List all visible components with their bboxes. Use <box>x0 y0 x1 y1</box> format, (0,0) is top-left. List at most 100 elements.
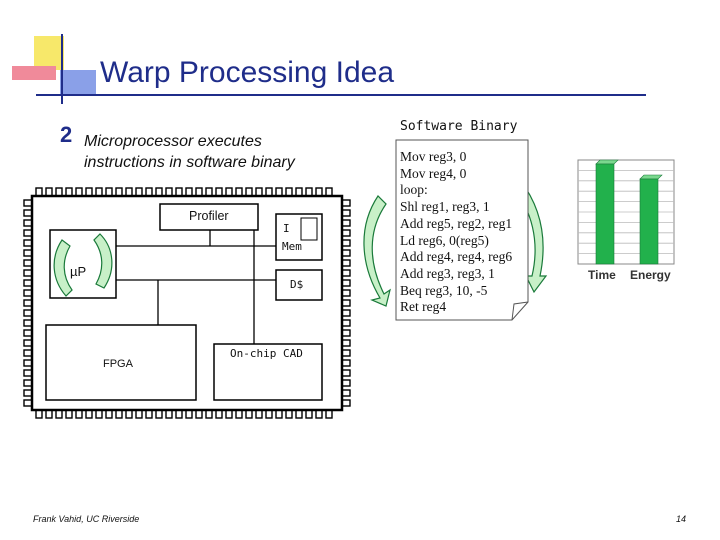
code-line: loop: <box>400 182 428 198</box>
chip-pin <box>145 409 153 419</box>
chip-pin <box>341 249 351 257</box>
chip-pin <box>23 279 33 287</box>
chip-pin <box>245 409 253 419</box>
chip-pin <box>341 319 351 327</box>
chip-pin <box>23 389 33 397</box>
chip-pin <box>305 187 313 197</box>
code-line: Add reg3, reg3, 1 <box>400 265 495 281</box>
chip-pin <box>105 187 113 197</box>
chip-pin <box>341 289 351 297</box>
chip-pin <box>23 359 33 367</box>
chip-pin <box>315 409 323 419</box>
corner-decoration <box>12 34 96 104</box>
chip-pin <box>125 409 133 419</box>
chip-pin <box>341 389 351 397</box>
chip-pin <box>35 409 43 419</box>
chip-pin <box>23 289 33 297</box>
chip-pin <box>165 187 173 197</box>
chip-pin <box>95 409 103 419</box>
chart-category-label: Energy <box>630 268 671 282</box>
chip-pin <box>23 399 33 407</box>
code-line: Ld reg6, 0(reg5) <box>400 232 489 248</box>
chip-pin <box>23 309 33 317</box>
imem-label-line1: I <box>283 222 290 235</box>
chip-pin <box>105 409 113 419</box>
chip-pin <box>285 409 293 419</box>
chip-pin <box>225 187 233 197</box>
chip-pin <box>205 409 213 419</box>
chip-pin <box>23 229 33 237</box>
chip-pin <box>23 239 33 247</box>
code-line: Add reg4, reg4, reg6 <box>400 249 513 265</box>
chip-pin <box>215 409 223 419</box>
profiler-label: Profiler <box>189 209 229 223</box>
chip-pin <box>23 259 33 267</box>
bullet-line-1: Microprocessor executes <box>84 133 262 150</box>
profiler-box <box>159 203 259 231</box>
chip-pin <box>341 359 351 367</box>
chip-pin <box>341 309 351 317</box>
chip-pin <box>195 409 203 419</box>
chip-pin <box>85 187 93 197</box>
chip-pin <box>225 409 233 419</box>
chip-pin <box>185 187 193 197</box>
chip-pin <box>23 219 33 227</box>
chip-pin <box>341 279 351 287</box>
bullet-line-2: instructions in software binary <box>84 154 295 171</box>
chip-pin <box>265 187 273 197</box>
fpga-box <box>45 324 197 401</box>
code-line: Ret reg4 <box>400 299 447 315</box>
chart-bar <box>639 178 659 265</box>
chip-pin <box>195 187 203 197</box>
code-line: Mov reg4, 0 <box>400 165 467 181</box>
chip-pin <box>85 409 93 419</box>
chip-pin <box>341 269 351 277</box>
imem-doc-icon <box>300 217 318 241</box>
chip-pin <box>341 239 351 247</box>
chip-pin <box>215 187 223 197</box>
chip-pin <box>265 409 273 419</box>
software-binary-title: Software Binary <box>400 119 518 134</box>
chip-pin <box>185 409 193 419</box>
chip-pin <box>295 409 303 419</box>
dcache-label: D$ <box>290 278 304 291</box>
chip-pin <box>115 409 123 419</box>
title-rule <box>36 94 646 96</box>
chip-pin <box>341 399 351 407</box>
chip-pin <box>341 209 351 217</box>
chart-bar <box>595 163 615 265</box>
chip-pin <box>23 199 33 207</box>
chip-pin <box>45 409 53 419</box>
bullet-text: Microprocessor executes instructions in … <box>84 131 344 173</box>
fpga-label: FPGA <box>103 358 133 370</box>
chip-pin <box>341 339 351 347</box>
chip-pin <box>55 409 63 419</box>
chip-pin <box>23 349 33 357</box>
chip-pin <box>235 187 243 197</box>
chip-pin <box>115 187 123 197</box>
chip-pin <box>75 187 83 197</box>
chip-pin <box>205 187 213 197</box>
chip-pin <box>325 187 333 197</box>
page-number: 14 <box>676 514 687 524</box>
slide-title: Warp Processing Idea <box>100 56 395 89</box>
chip-pin <box>315 187 323 197</box>
chip-pin <box>55 187 63 197</box>
chip-pin <box>341 229 351 237</box>
chip-pin <box>23 379 33 387</box>
bullet-number: 2 <box>60 122 73 147</box>
chart-bar-top <box>639 174 663 180</box>
chip-pin <box>23 339 33 347</box>
chip-pin <box>175 409 183 419</box>
chip-pin <box>175 187 183 197</box>
chip-pin <box>295 187 303 197</box>
chip-pin <box>155 409 163 419</box>
chart-category-label: Time <box>588 268 616 282</box>
code-line: Shl reg1, reg3, 1 <box>400 199 490 215</box>
chip-pin <box>95 187 103 197</box>
chip-pin <box>341 299 351 307</box>
chip-pin <box>23 209 33 217</box>
chip-pin <box>65 409 73 419</box>
